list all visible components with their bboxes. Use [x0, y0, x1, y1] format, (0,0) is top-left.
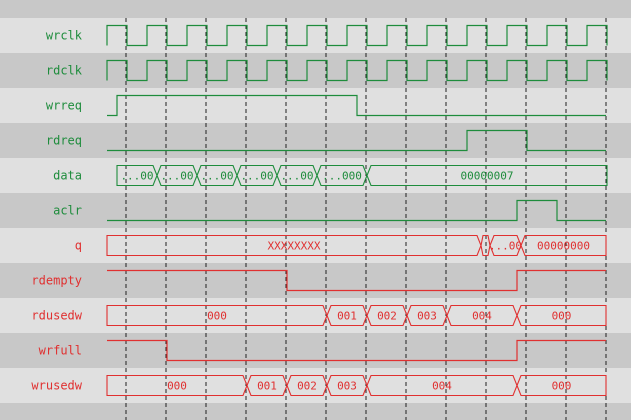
bus-value-label: ...00 [489, 240, 522, 253]
bit-wave [107, 94, 606, 117]
bit-wave [107, 339, 606, 362]
bus-value-label: 003 [417, 310, 437, 323]
bus-segment [516, 374, 607, 397]
bus-value-label: 002 [377, 310, 397, 323]
trace-wrusedw: 000 001 002 003 004 000 [106, 374, 607, 397]
bit-wave [107, 269, 606, 292]
bus-value-label: ...00 [280, 170, 313, 183]
signal-name-column: wrclk rdclk wrreq rdreq data aclr q rdempty rdus… [31, 29, 82, 393]
trace-wrclk [106, 24, 608, 47]
signal-name-rdusedw: rdusedw [31, 309, 82, 323]
bus-value-label: ...00 [200, 170, 233, 183]
signal-name-wrfull: wrfull [39, 344, 82, 358]
signal-name-rdclk: rdclk [46, 64, 83, 78]
bus-value-label: XXXXXXXX [268, 240, 321, 253]
signal-name-wrusedw: wrusedw [31, 379, 82, 393]
bus-value-label: 003 [337, 380, 357, 393]
trace-rdreq [107, 129, 606, 152]
signal-row [0, 158, 631, 193]
bus-segment [520, 234, 607, 257]
bus-value-label: 00000000 [537, 240, 590, 253]
signal-row [0, 18, 631, 53]
signal-row [0, 333, 631, 368]
bus-value-label: 004 [432, 380, 452, 393]
signal-name-aclr: aclr [53, 204, 82, 218]
signal-name-rdreq: rdreq [46, 134, 82, 148]
bus-value-label: 000 [207, 310, 227, 323]
signal-row [0, 53, 631, 88]
bus-segment [366, 164, 608, 187]
trace-wrreq [107, 94, 606, 117]
bus-value-label: 002 [297, 380, 317, 393]
trace-rdempty [107, 269, 606, 292]
bit-wave [107, 129, 606, 152]
bus-value-label: ...00 [160, 170, 193, 183]
time-gridlines [125, 18, 607, 420]
bus-segment [516, 304, 607, 327]
trace-wrfull [107, 339, 606, 362]
signal-row [0, 123, 631, 158]
trace-q: XXXXXXXX ...00 00000000 [106, 234, 607, 257]
signal-row [0, 298, 631, 333]
signal-name-wrclk: wrclk [46, 29, 83, 43]
clock-wave [106, 59, 608, 82]
signal-rows [0, 18, 631, 403]
signal-row [0, 88, 631, 123]
signal-traces: ...00 ...00 ...00 ...00 ...00 ...000 00000007X… [106, 24, 608, 397]
bus-value-label: 000 [552, 310, 572, 323]
bus-value-label: 00000007 [461, 170, 514, 183]
trace-rdusedw: 000 001 002 003 004 000 [106, 304, 607, 327]
trace-aclr [107, 199, 606, 222]
trace-data: ...00 ...00 ...00 ...00 ...00 ...000 00000007 [116, 164, 608, 187]
bus-value-label: 000 [167, 380, 187, 393]
bus-value-label: 001 [257, 380, 277, 393]
bus-value-label: 000 [552, 380, 572, 393]
signal-row [0, 193, 631, 228]
bus-value-label: ...00 [240, 170, 273, 183]
signal-name-q: q [75, 239, 82, 253]
signal-row [0, 263, 631, 298]
trace-rdclk [106, 59, 608, 82]
bus-value-label: 004 [472, 310, 492, 323]
bus-value-label: 001 [337, 310, 357, 323]
signal-name-rdempty: rdempty [31, 274, 82, 288]
signal-name-wrreq: wrreq [46, 99, 82, 113]
clock-wave [106, 24, 608, 47]
bus-value-label: ...00 [120, 170, 153, 183]
bit-wave [107, 199, 606, 222]
bus-value-label: ...000 [322, 170, 362, 183]
signal-name-data: data [53, 169, 82, 183]
